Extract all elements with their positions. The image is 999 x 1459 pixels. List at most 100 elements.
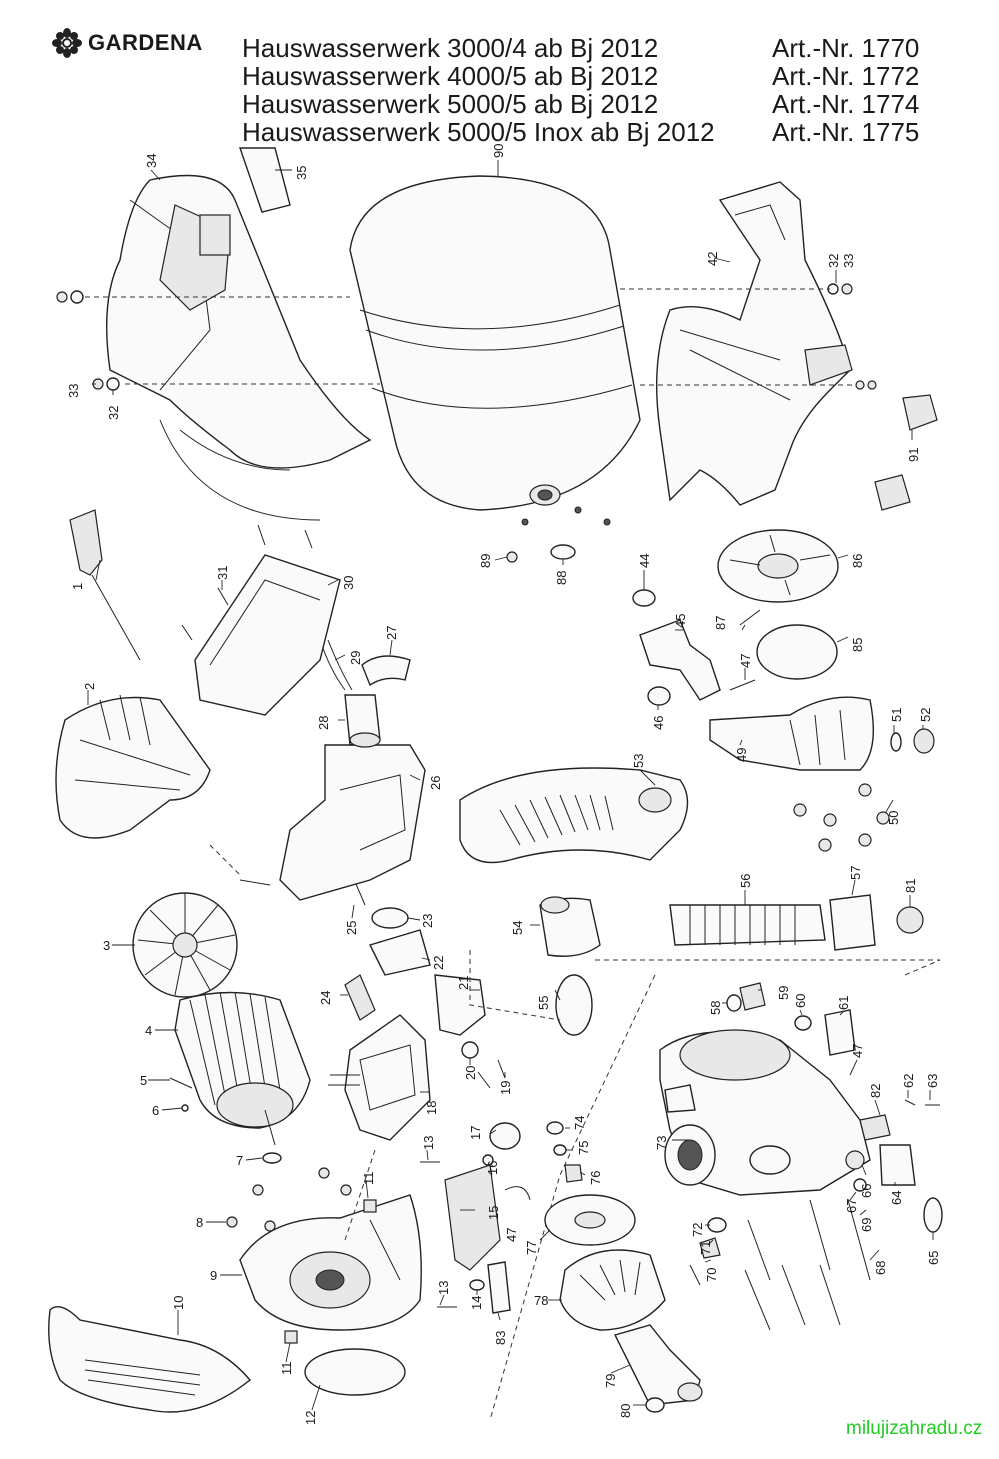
part-label: 46 (651, 716, 666, 730)
part-label: 1 (70, 583, 85, 590)
pump-nuts (226, 1167, 352, 1232)
foot-pads (874, 394, 938, 511)
part-label: 55 (536, 996, 551, 1010)
rear-housing (105, 174, 372, 521)
part-label: 27 (384, 626, 399, 640)
cover-screws (181, 524, 313, 641)
long-bolts (744, 1199, 871, 1331)
part-label: 90 (491, 144, 506, 158)
nuts-washers-left (56, 290, 120, 391)
part-label: 56 (738, 874, 753, 888)
part-label: 65 (926, 1251, 941, 1265)
part-label: 2 (82, 683, 97, 690)
part-label: 64 (889, 1191, 904, 1205)
part-label: 72 (690, 1223, 705, 1237)
threaded-nipple (539, 896, 601, 957)
part-label: 10 (171, 1296, 186, 1310)
washer-88 (550, 544, 576, 560)
screw-caps (284, 1199, 377, 1344)
diffuser (559, 1249, 666, 1331)
long-screws (420, 1161, 457, 1308)
seal-66 (845, 1150, 865, 1170)
screw-70 (689, 1264, 701, 1286)
part-label: 9 (210, 1268, 217, 1283)
clip (361, 655, 411, 687)
impeller (544, 1194, 636, 1246)
pump-housing (239, 1194, 422, 1331)
part-label: 79 (603, 1374, 618, 1388)
ring-67 (853, 1178, 867, 1192)
part-label: 29 (348, 651, 363, 665)
part-label: 91 (906, 448, 921, 462)
part-label: 16 (485, 1161, 500, 1175)
part-label: 87 (713, 616, 728, 630)
part-label: 32 (106, 406, 121, 420)
part-label: 17 (468, 1126, 483, 1140)
plug-81 (896, 906, 924, 934)
part-label: 26 (428, 776, 443, 790)
o-ring-51 (890, 732, 902, 752)
part-label: 15 (486, 1206, 501, 1220)
part-label: 33 (66, 384, 81, 398)
cap (371, 907, 409, 929)
suction-pipe (613, 1324, 703, 1406)
part-label: 80 (618, 1404, 633, 1418)
ring-72 (707, 1217, 727, 1233)
o-ring-large (304, 1348, 406, 1396)
part-label: 6 (152, 1103, 159, 1118)
part-label: 60 (793, 994, 808, 1008)
pressure-tank (349, 175, 641, 526)
part-label: 4 (145, 1023, 152, 1038)
part-label: 45 (673, 614, 688, 628)
part-label: 22 (431, 956, 446, 970)
part-label: 12 (303, 1411, 318, 1425)
part-label: 49 (734, 748, 749, 762)
brand-name: GARDENA (88, 30, 203, 55)
leader-lines (87, 160, 934, 1411)
o-ring-58 (726, 994, 742, 1012)
part-label: 13 (421, 1136, 436, 1150)
o-ring-60 (794, 1015, 812, 1031)
connector (344, 974, 376, 1021)
filter-cap (829, 894, 876, 951)
o-ring-80 (645, 1397, 665, 1413)
motor (174, 991, 311, 1164)
part-label: 3 (103, 938, 110, 953)
gardena-logo: GARDENA (52, 28, 203, 58)
o-ring-85 (756, 624, 838, 680)
part-label: 28 (316, 716, 331, 730)
front-cover (459, 767, 689, 864)
part-label: 25 (344, 921, 359, 935)
part-label: 62 (901, 1074, 916, 1088)
spacer-76 (564, 1164, 583, 1183)
ring-74 (546, 1121, 564, 1135)
part-label: 51 (889, 708, 904, 722)
header: GARDENA Hauswasserwerk 3000/4 ab Bj 2012… (0, 0, 999, 150)
model-title-2: Hauswasserwerk 4000/5 ab Bj 2012 (242, 61, 659, 91)
part-label: 86 (850, 554, 865, 568)
part-61 (824, 1009, 856, 1056)
part-label: 59 (776, 986, 791, 1000)
part-label: 75 (576, 1141, 591, 1155)
part-label: 74 (572, 1116, 587, 1130)
part-label: 31 (215, 566, 230, 580)
small-parts-19-20 (461, 1041, 506, 1089)
part-label: 11 (361, 1172, 376, 1186)
part-label: 35 (294, 166, 309, 180)
part-label: 20 (463, 1066, 478, 1080)
valve-cartridge (879, 1144, 916, 1186)
cover-strip (239, 147, 291, 213)
gardena-flower-icon (52, 28, 82, 58)
part-label: 47 (738, 654, 753, 668)
part-label: 23 (420, 914, 435, 928)
gasket (369, 929, 431, 976)
capacitor (344, 694, 381, 748)
article-number-1: Art.-Nr. 1770 (772, 33, 920, 63)
pressure-fitting (444, 1122, 531, 1291)
part-label: 73 (654, 1136, 669, 1150)
clip-87 (739, 609, 761, 626)
part-label: 47 (504, 1228, 519, 1242)
clip-47 (729, 679, 756, 691)
part-label: 53 (631, 754, 646, 768)
